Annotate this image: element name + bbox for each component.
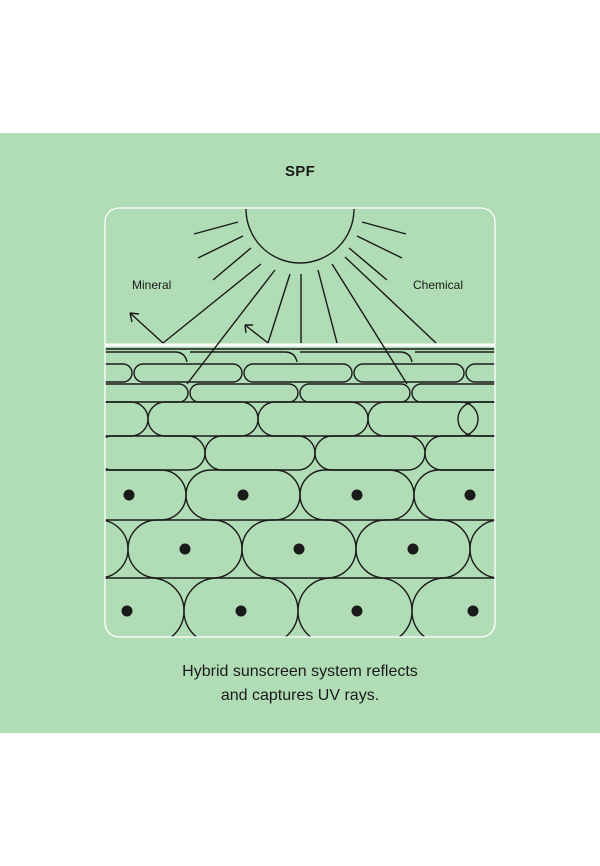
cell-row-3 xyxy=(105,383,495,403)
cell-row-4 xyxy=(105,401,495,437)
reflected-ray-1 xyxy=(129,312,164,344)
diagram-panel xyxy=(0,133,600,733)
arrow-head-icon xyxy=(129,312,140,323)
uv-ray-chemical-1 xyxy=(186,269,276,385)
diagram-frame xyxy=(104,207,496,638)
chemical-label: Chemical xyxy=(413,278,463,292)
arrow-head-icon xyxy=(244,324,253,334)
skin-layers xyxy=(105,343,495,637)
uv-ray-mineral-1 xyxy=(162,263,262,344)
cell-row-7 xyxy=(105,519,495,579)
sun-icon xyxy=(129,208,437,385)
sun-ray xyxy=(212,247,252,281)
cell-row-2 xyxy=(105,363,495,383)
uv-ray-mineral-2 xyxy=(267,273,291,344)
caption-line-2: and captures UV rays. xyxy=(220,687,380,704)
mineral-label: Mineral xyxy=(132,278,171,292)
uv-ray-4 xyxy=(344,256,437,344)
uv-ray-chemical-2 xyxy=(331,263,408,385)
caption: Hybrid sunscreen system reflects and cap… xyxy=(0,660,600,708)
cell-nuclei xyxy=(121,489,479,617)
cell-row-5 xyxy=(105,435,495,471)
sun-ray xyxy=(361,221,407,235)
page-title: SPF xyxy=(284,163,316,180)
sun-disc xyxy=(245,208,355,264)
cell-row-6 xyxy=(105,469,495,521)
uv-ray-3 xyxy=(317,269,338,344)
reflected-ray-2 xyxy=(244,324,269,344)
caption-line-1: Hybrid sunscreen system reflects xyxy=(182,663,418,680)
sun-ray xyxy=(348,247,388,281)
cell-row-8 xyxy=(105,577,495,637)
sun-ray xyxy=(197,235,244,259)
stratum-top-row xyxy=(105,351,495,363)
sun-ray xyxy=(356,235,403,259)
sun-ray xyxy=(193,221,239,235)
